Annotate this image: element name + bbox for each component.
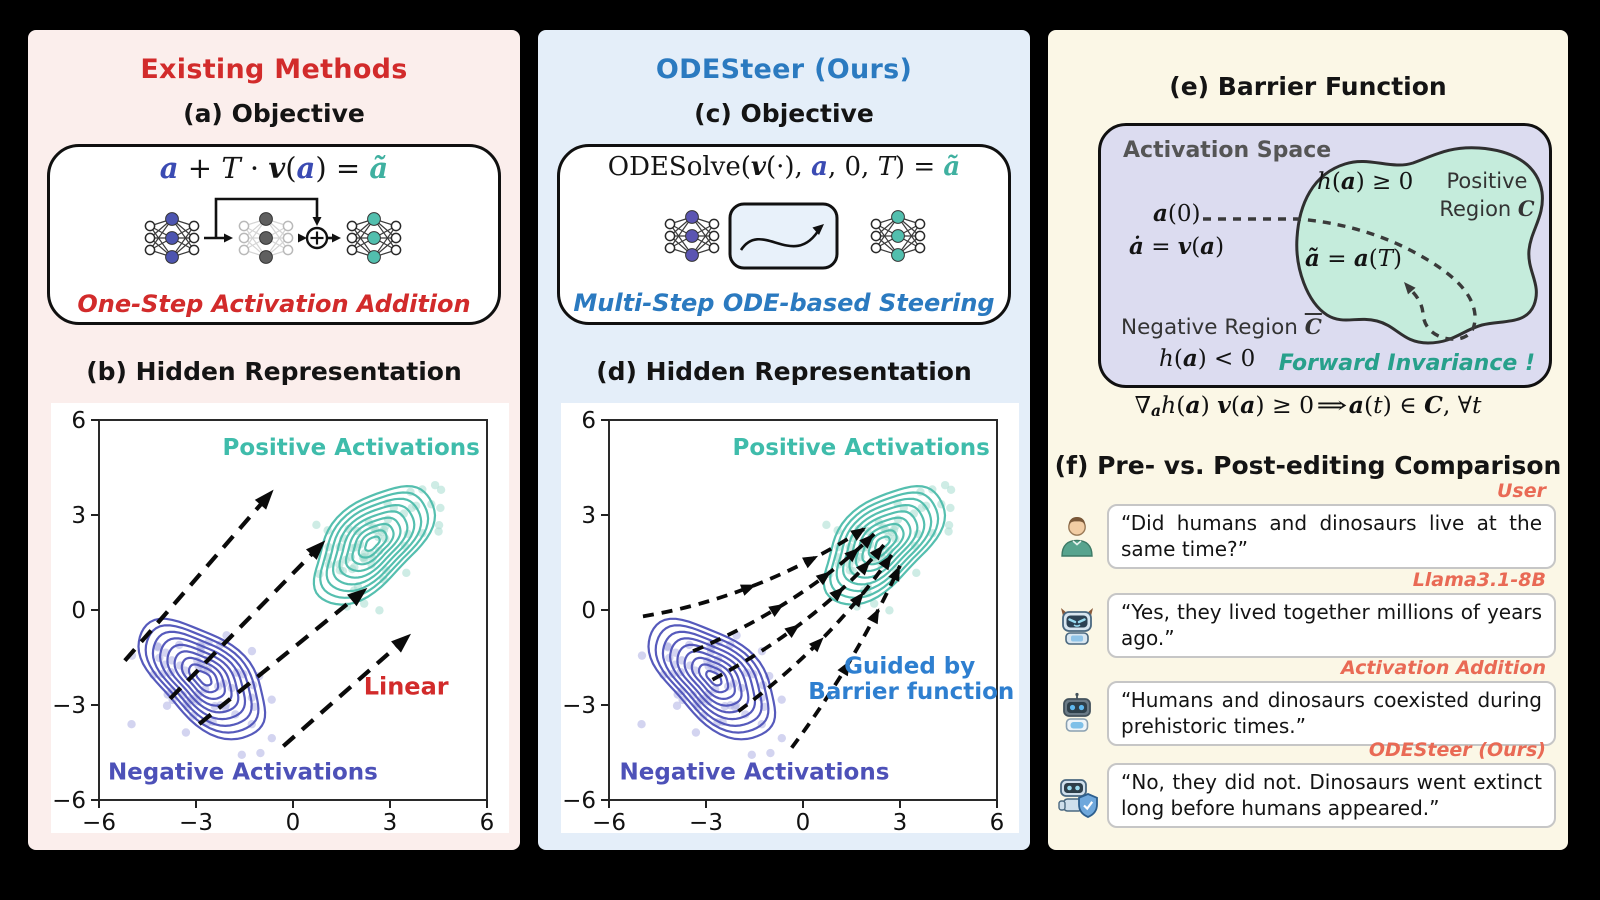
ode-curve-arrow-icon <box>739 226 822 251</box>
section-heading-b-hidden-representation: (b) Hidden Representation <box>86 357 462 386</box>
neural-net-icon <box>870 209 926 262</box>
chat-speaker-label: Activation Addition <box>1341 657 1546 679</box>
llama-robot-avatar-icon <box>1061 608 1093 646</box>
forward-invariance-label: Forward Invariance ! <box>1278 351 1535 376</box>
negative-region-label: Negative Region C <box>1121 315 1322 340</box>
svg-text:6: 6 <box>990 810 1005 833</box>
panel-title-existing-methods: Existing Methods <box>140 54 408 85</box>
objective-box-odesteer: ODESolve(v(·), a, 0, T) = ã Multi-Step O… <box>557 144 1011 325</box>
section-heading-f-comparison: (f) Pre- vs. Post-editing Comparison <box>1054 451 1562 480</box>
chat-bubble: “Humans and dinosaurs coexisted during p… <box>1107 680 1556 746</box>
panel-odesteer: ODESteer (Ours) (c) Objective ODESolve(v… <box>538 30 1030 850</box>
chat-line: “Humans and dinosaurs coexisted during p… <box>1054 680 1556 746</box>
svg-text:Positive Activations: Positive Activations <box>223 435 480 461</box>
chat-bubble: “Yes, they lived together millions of ye… <box>1107 592 1556 658</box>
chat-avatar <box>1054 602 1100 648</box>
barrier-blob-graphic <box>1203 146 1544 345</box>
svg-text:0: 0 <box>796 810 811 833</box>
neural-net-icon <box>238 211 294 264</box>
neural-net-icon <box>346 211 402 264</box>
chat-speaker-label: User <box>1497 480 1546 502</box>
positive-region-label: Positive Region C <box>1431 168 1543 224</box>
chat-line: “Did humans and dinosaurs live at the sa… <box>1054 503 1556 569</box>
section-heading-a-objective: (a) Objective <box>183 99 365 128</box>
trajectory-arrowhead-icon <box>1404 282 1416 295</box>
ode-steering-diagram <box>574 184 994 288</box>
chat-row: Llama3.1-8B “Yes, they lived together mi… <box>1054 569 1556 658</box>
svg-text:Linear: Linear <box>364 672 449 700</box>
svg-text:6: 6 <box>480 810 495 833</box>
svg-text:6: 6 <box>581 408 596 434</box>
ode-solver-box <box>728 202 839 269</box>
svg-text:3: 3 <box>71 503 86 529</box>
positive-region-line1: Positive <box>1446 169 1528 193</box>
positive-region-line2: Region C <box>1439 196 1535 222</box>
chat-speaker-label: ODESteer (Ours) <box>1368 739 1546 761</box>
panel-existing-methods: Existing Methods (a) Objective a + T · v… <box>28 30 520 850</box>
panel-title-odesteer: ODESteer (Ours) <box>655 54 913 85</box>
a0-label: a(0) <box>1153 200 1201 227</box>
aT-equation-label: ã = a(T) <box>1305 245 1403 272</box>
caption-one-step: One-Step Activation Addition <box>77 290 471 319</box>
chat-bubble: “Did humans and dinosaurs live at the sa… <box>1107 503 1556 569</box>
svg-text:Negative Activations: Negative Activations <box>620 760 890 786</box>
caption-multi-step: Multi-Step ODE-based Steering <box>573 289 995 318</box>
svg-text:−3: −3 <box>52 693 86 719</box>
chat-avatar <box>1054 690 1100 736</box>
svg-text:3: 3 <box>581 503 596 529</box>
formula-activation-addition: a + T · v(a) = ã <box>159 150 389 185</box>
section-heading-d-hidden-representation: (d) Hidden Representation <box>596 357 972 386</box>
svg-text:Positive Activations: Positive Activations <box>733 435 990 461</box>
one-step-diagram-svg <box>144 197 402 264</box>
svg-text:−3: −3 <box>562 693 596 719</box>
h-positive-label: h(a) ≥ 0 <box>1317 168 1414 195</box>
activation-space-box: Activation Space h(a) ≥ 0 Positive Regio… <box>1098 123 1552 388</box>
positive-region-blob <box>1295 146 1544 345</box>
svg-text:Guided by: Guided by <box>844 653 975 679</box>
chat-bubble: “No, they did not. Dinosaurs went extinc… <box>1107 762 1556 828</box>
svg-text:Negative Activations: Negative Activations <box>108 760 378 786</box>
svg-text:−6: −6 <box>82 810 116 833</box>
chat-avatar <box>1054 513 1100 559</box>
user-avatar-icon <box>1061 517 1093 558</box>
svg-text:−6: −6 <box>592 810 626 833</box>
svg-text:3: 3 <box>383 810 398 833</box>
svg-text:Barrier function: Barrier function <box>808 679 1014 705</box>
h-negative-label: h(a) < 0 <box>1159 345 1256 372</box>
panel-barrier-comparison: (e) Barrier Function Activation Space h(… <box>1048 30 1568 850</box>
chat-line: “Yes, they lived together millions of ye… <box>1054 592 1556 658</box>
activation-addition-diagram <box>64 186 484 290</box>
objective-box-existing: a + T · v(a) = ã One-Step Activation Add… <box>47 144 501 325</box>
svg-text:−6: −6 <box>562 788 596 814</box>
svg-text:−3: −3 <box>689 810 723 833</box>
svg-text:−3: −3 <box>179 810 213 833</box>
neural-net-icon <box>664 209 720 262</box>
adot-equation-label: ȧ = v(a) <box>1129 233 1225 260</box>
neural-net-icon <box>144 211 200 264</box>
svg-text:−6: −6 <box>52 788 86 814</box>
chat-row: Activation Addition “Humans and dinosaur… <box>1054 657 1556 746</box>
chat-line: “No, they did not. Dinosaurs went extinc… <box>1054 762 1556 828</box>
activation-space-label: Activation Space <box>1123 138 1332 163</box>
barrier-theorem-formula: ∇ah(a) v(a) ≥ 0 ⇒ a(t) ∈ C, ∀t <box>1134 391 1482 421</box>
chat-avatar <box>1054 772 1100 819</box>
svg-text:6: 6 <box>71 408 86 434</box>
svg-text:0: 0 <box>71 598 86 624</box>
svg-text:0: 0 <box>581 598 596 624</box>
formula-odesolve: ODESolve(v(·), a, 0, T) = ã <box>607 151 961 182</box>
chat-row: ODESteer (Ours) “No, they did not. Dinos… <box>1054 739 1556 828</box>
chat-speaker-label: Llama3.1-8B <box>1412 569 1546 591</box>
odesteer-robot-shield-avatar-icon <box>1058 779 1098 819</box>
section-heading-e-barrier-function: (e) Barrier Function <box>1169 72 1447 101</box>
robot-avatar-icon <box>1063 693 1091 733</box>
chat-row: User “Did humans and dinosaurs live at t… <box>1054 480 1556 569</box>
svg-text:0: 0 <box>286 810 301 833</box>
ode-flow-diagram-svg <box>664 202 926 269</box>
svg-text:3: 3 <box>893 810 908 833</box>
section-heading-c-objective: (c) Objective <box>694 99 874 128</box>
